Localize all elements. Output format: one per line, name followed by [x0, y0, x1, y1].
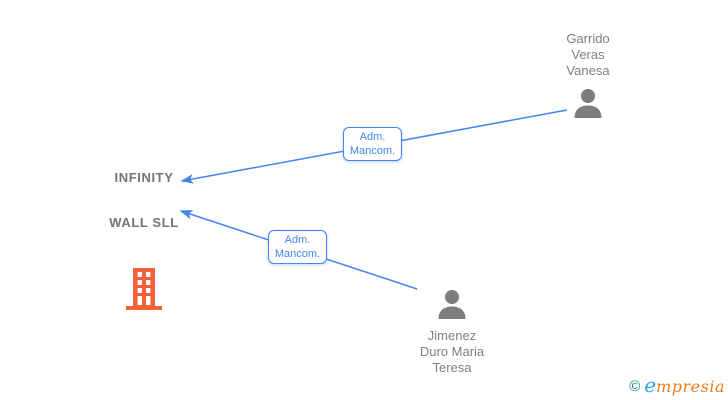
- company-node-infinity-wall-sll[interactable]: INFINITY WALL SLL: [102, 140, 186, 315]
- company-name-line1: INFINITY: [114, 170, 174, 185]
- edge-label-line2: Mancom.: [274, 247, 321, 260]
- person-node-jimenez-duro-maria-teresa[interactable]: Jimenez Duro Maria Teresa: [412, 289, 492, 376]
- company-name-line2: WALL SLL: [109, 215, 179, 230]
- person-name-line1: Jimenez: [427, 328, 477, 343]
- building-icon: [126, 268, 162, 315]
- person-name: Garrido Veras Vanesa: [548, 31, 628, 79]
- edge-label-line1: Adm.: [359, 131, 386, 143]
- logo-text: mpresia: [656, 377, 725, 396]
- edge-label-adm-mancom-jimenez: Adm. Mancom.: [268, 230, 327, 264]
- edge-label-line2: Mancom.: [349, 144, 396, 157]
- person-name: Jimenez Duro Maria Teresa: [412, 328, 492, 376]
- person-name-line1: Garrido: [566, 31, 610, 46]
- person-name-line3: Teresa: [432, 360, 472, 375]
- edge-label-adm-mancom-garrido: Adm. Mancom.: [343, 127, 402, 161]
- person-node-garrido-veras-vanesa[interactable]: Garrido Veras Vanesa: [548, 31, 628, 123]
- person-name-line2: Veras: [571, 47, 605, 62]
- person-icon: [437, 289, 467, 324]
- company-name: INFINITY WALL SLL: [102, 140, 186, 260]
- person-icon: [573, 88, 603, 123]
- copyright-icon: ©: [629, 378, 641, 395]
- empresia-logo: ©empresia: [629, 373, 725, 397]
- person-name-line3: Vanesa: [566, 63, 610, 78]
- logo-letter-e: e: [644, 373, 657, 397]
- person-name-line2: Duro Maria: [419, 344, 485, 359]
- edge-label-line1: Adm.: [284, 234, 311, 246]
